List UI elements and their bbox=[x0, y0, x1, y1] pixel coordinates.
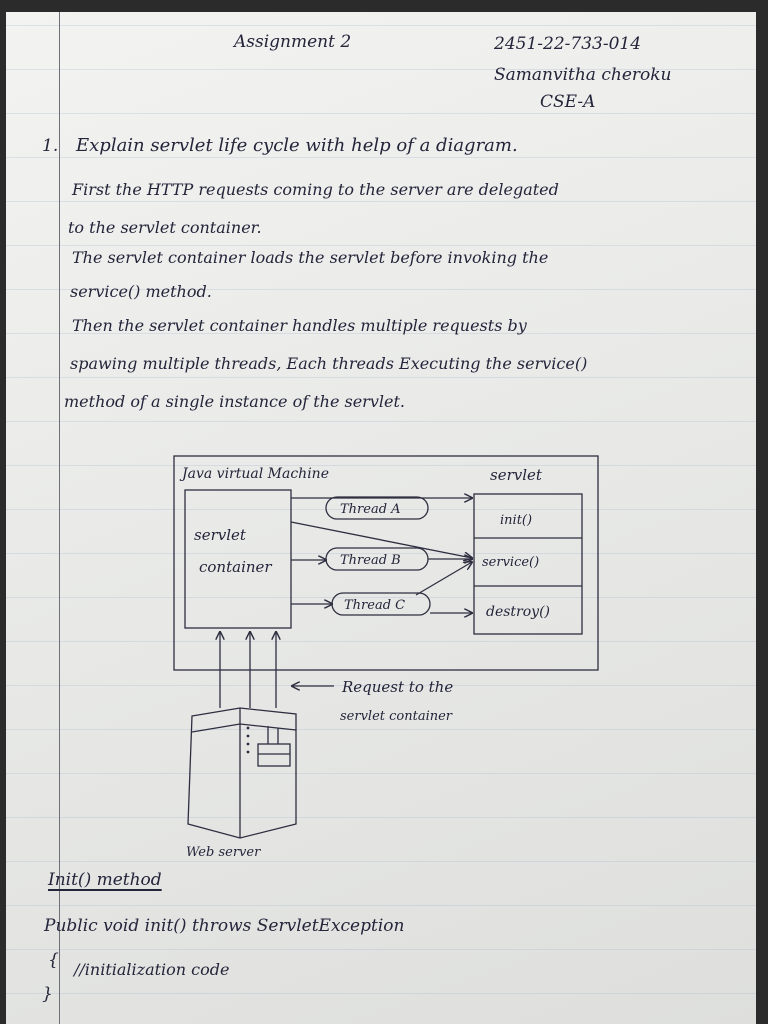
answer-line-3: The servlet container loads the servlet … bbox=[72, 248, 549, 267]
web-server-label: Web server bbox=[186, 845, 261, 860]
request-label-line1: Request to the bbox=[341, 678, 453, 696]
assignment-title: Assignment 2 bbox=[234, 32, 352, 52]
jvm-box bbox=[173, 455, 599, 671]
init-method-heading: Init() method bbox=[48, 870, 162, 890]
servlet-lifecycle-diagram: Java virtual Machine servlet servlet con… bbox=[173, 455, 599, 860]
arrow-thread-a-service bbox=[290, 521, 472, 558]
web-server-icon bbox=[187, 707, 297, 839]
thread-a-oval bbox=[325, 496, 429, 520]
container-label-line2: container bbox=[199, 558, 272, 576]
init-method-label: init() bbox=[500, 513, 532, 528]
roll-number: 2451-22-733-014 bbox=[494, 34, 642, 54]
init-signature: Public void init() throws ServletExcepti… bbox=[44, 916, 405, 936]
servlet-container-box bbox=[184, 489, 292, 629]
arrow-thread-c-service bbox=[415, 562, 472, 596]
init-comment: //initialization code bbox=[74, 960, 230, 979]
answer-line-5: Then the servlet container handles multi… bbox=[72, 316, 527, 335]
notebook-page: Assignment 2 2451-22-733-014 Samanvitha … bbox=[6, 12, 756, 1024]
destroy-method-label: destroy() bbox=[486, 604, 550, 620]
service-method-label: service() bbox=[482, 555, 539, 570]
answer-line-2: to the servlet container. bbox=[68, 218, 262, 237]
ruled-lines bbox=[6, 12, 756, 1024]
thread-c-label: Thread C bbox=[344, 598, 405, 613]
answer-line-4: service() method. bbox=[70, 282, 212, 301]
answer-line-7: method of a single instance of the servl… bbox=[64, 392, 405, 411]
answer-line-6: spawing multiple threads, Each threads E… bbox=[70, 354, 588, 373]
student-name: Samanvitha cheroku bbox=[494, 65, 672, 85]
servlet-title: servlet bbox=[490, 466, 543, 484]
jvm-label: Java virtual Machine bbox=[179, 466, 329, 482]
question-text: Explain servlet life cycle with help of … bbox=[76, 135, 518, 156]
container-label-line1: servlet bbox=[194, 526, 247, 544]
request-label-line2: servlet container bbox=[340, 709, 453, 724]
thread-b-label: Thread B bbox=[340, 553, 401, 568]
question-number: 1. bbox=[42, 136, 59, 156]
open-brace: { bbox=[48, 950, 59, 970]
close-brace: } bbox=[42, 984, 53, 1004]
margin-line bbox=[59, 12, 60, 1024]
answer-line-1: First the HTTP requests coming to the se… bbox=[72, 180, 559, 199]
section-label: CSE-A bbox=[540, 92, 596, 112]
thread-a-label: Thread A bbox=[340, 502, 401, 517]
